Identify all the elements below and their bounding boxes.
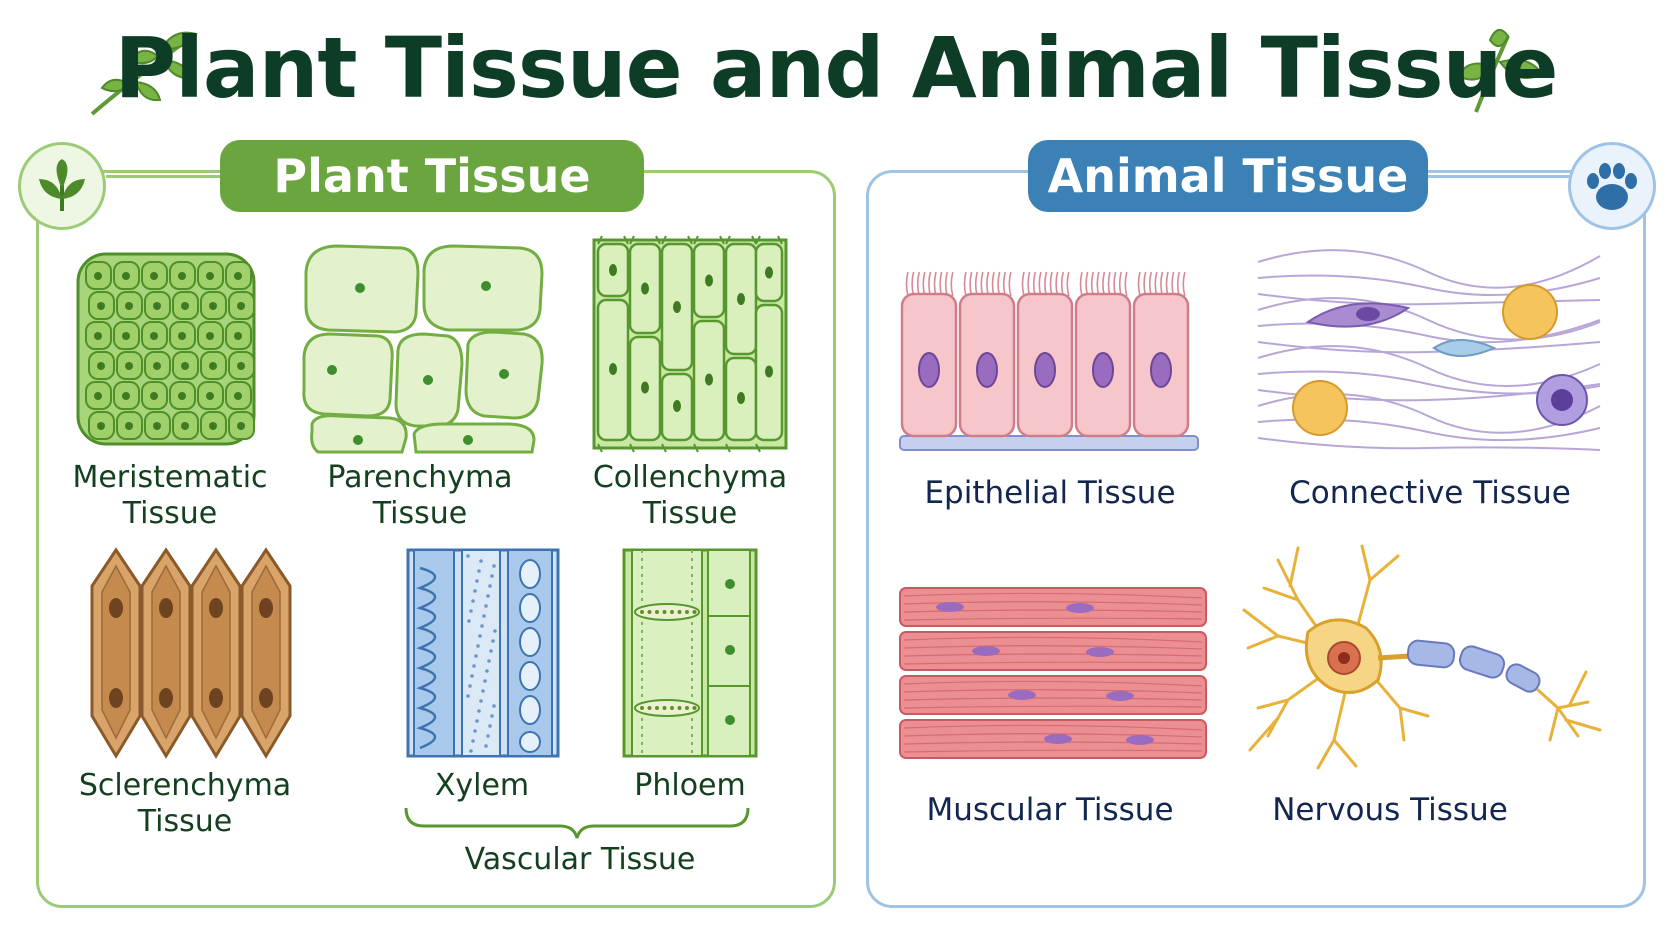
muscular-tissue-label: Muscular Tissue bbox=[926, 792, 1174, 828]
page-title: Plant Tissue and Animal Tissue bbox=[114, 19, 1559, 117]
plant-badge bbox=[18, 142, 106, 230]
animal-header-line bbox=[1428, 175, 1570, 178]
plant-tissue-header: Plant Tissue bbox=[220, 140, 644, 212]
xylem-tissue-illustration bbox=[406, 548, 560, 758]
parenchyma-tissue-label: Parenchyma Tissue bbox=[300, 460, 540, 532]
parenchyma-tissue-illustration bbox=[302, 244, 544, 454]
leaf-sprig-left-icon bbox=[90, 31, 198, 116]
sclerenchyma-label-line2: Tissue bbox=[137, 804, 233, 839]
leaf-icon bbox=[39, 159, 85, 211]
collenchyma-label-line2: Tissue bbox=[642, 496, 738, 531]
sclerenchyma-tissue-illustration bbox=[90, 547, 292, 759]
connective-tissue-label: Connective Tissue bbox=[1289, 475, 1571, 511]
animal-badge bbox=[1568, 142, 1656, 230]
meristematic-label-line2: Tissue bbox=[122, 496, 218, 531]
parenchyma-label-line2: Tissue bbox=[372, 496, 468, 531]
nervous-tissue-label: Nervous Tissue bbox=[1272, 792, 1508, 828]
meristematic-label-line1: Meristematic bbox=[72, 460, 268, 495]
collenchyma-label-line1: Collenchyma bbox=[592, 460, 788, 495]
muscular-tissue-illustration bbox=[899, 587, 1207, 759]
plant-header-line bbox=[106, 175, 222, 178]
meristematic-tissue-illustration bbox=[76, 252, 256, 446]
phloem-tissue-illustration bbox=[622, 548, 758, 758]
sclerenchyma-label-line1: Sclerenchyma bbox=[78, 768, 292, 803]
epithelial-tissue-label: Epithelial Tissue bbox=[924, 475, 1176, 511]
vascular-tissue-label: Vascular Tissue bbox=[464, 842, 696, 877]
sclerenchyma-tissue-label: Sclerenchyma Tissue bbox=[70, 768, 300, 840]
leaf-sprig-right-icon bbox=[1456, 29, 1544, 113]
phloem-label: Phloem bbox=[634, 768, 746, 803]
epithelial-tissue-illustration bbox=[899, 271, 1199, 451]
collenchyma-tissue-label: Collenchyma Tissue bbox=[570, 460, 810, 532]
paw-icon bbox=[1587, 163, 1637, 210]
collenchyma-tissue-illustration bbox=[592, 235, 788, 453]
xylem-label: Xylem bbox=[434, 768, 530, 803]
nervous-tissue-illustration bbox=[1242, 544, 1602, 770]
animal-tissue-header: Animal Tissue bbox=[1028, 140, 1428, 212]
parenchyma-label-line1: Parenchyma bbox=[327, 460, 513, 495]
vascular-brace bbox=[404, 807, 750, 839]
connective-tissue-illustration bbox=[1257, 249, 1601, 451]
meristematic-tissue-label: Meristematic Tissue bbox=[60, 460, 280, 532]
